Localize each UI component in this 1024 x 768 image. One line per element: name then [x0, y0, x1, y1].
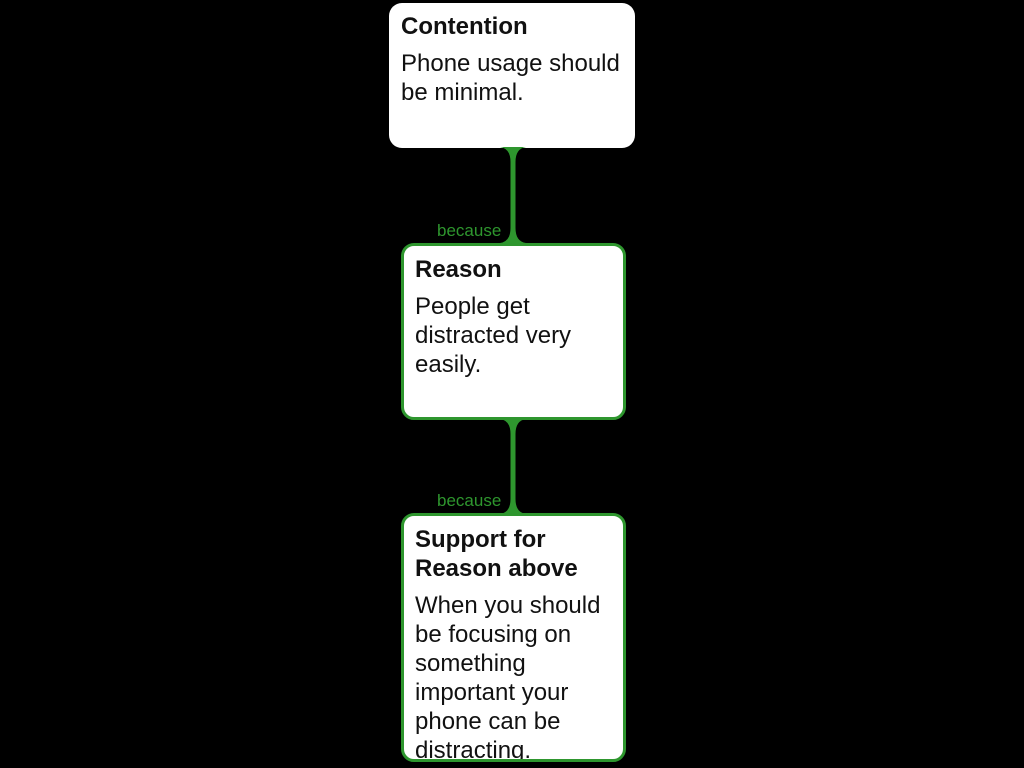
body-line: distracting.: [415, 737, 532, 762]
node-contention-body: Phone usage should be minimal.: [401, 49, 623, 107]
body-line: easily.: [415, 351, 482, 378]
node-support-title: Support for Reason above: [415, 525, 612, 583]
because-label-2: because: [437, 491, 502, 510]
body-line: be focusing on: [415, 621, 572, 648]
node-support-body: When you should be focusing on something…: [415, 591, 612, 762]
title-line: Support for: [415, 526, 546, 553]
because-connector-1[interactable]: [493, 147, 533, 243]
body-line: Phone usage should: [401, 50, 620, 77]
title-line: Reason above: [415, 555, 578, 582]
node-reason[interactable]: Reason People get distracted very easily…: [401, 243, 626, 420]
body-line: important your: [415, 679, 569, 706]
connector-line-icon: [500, 419, 526, 514]
because-label-1: because: [437, 221, 502, 240]
title-line: Contention: [401, 13, 528, 40]
node-contention-title: Contention: [401, 12, 623, 41]
because-connector-2[interactable]: [493, 419, 533, 514]
body-line: phone can be: [415, 708, 561, 735]
body-line: When you should: [415, 592, 601, 619]
body-line: something: [415, 650, 526, 677]
node-contention[interactable]: Contention Phone usage should be minimal…: [389, 3, 635, 148]
node-reason-title: Reason: [415, 255, 612, 284]
body-line: People get: [415, 293, 530, 320]
connector-line-icon: [500, 147, 526, 243]
body-line: distracted very: [415, 322, 572, 349]
node-support[interactable]: Support for Reason above When you should…: [401, 513, 626, 762]
body-line: be minimal.: [401, 79, 524, 106]
node-reason-body: People get distracted very easily.: [415, 292, 612, 379]
title-line: Reason: [415, 256, 502, 283]
